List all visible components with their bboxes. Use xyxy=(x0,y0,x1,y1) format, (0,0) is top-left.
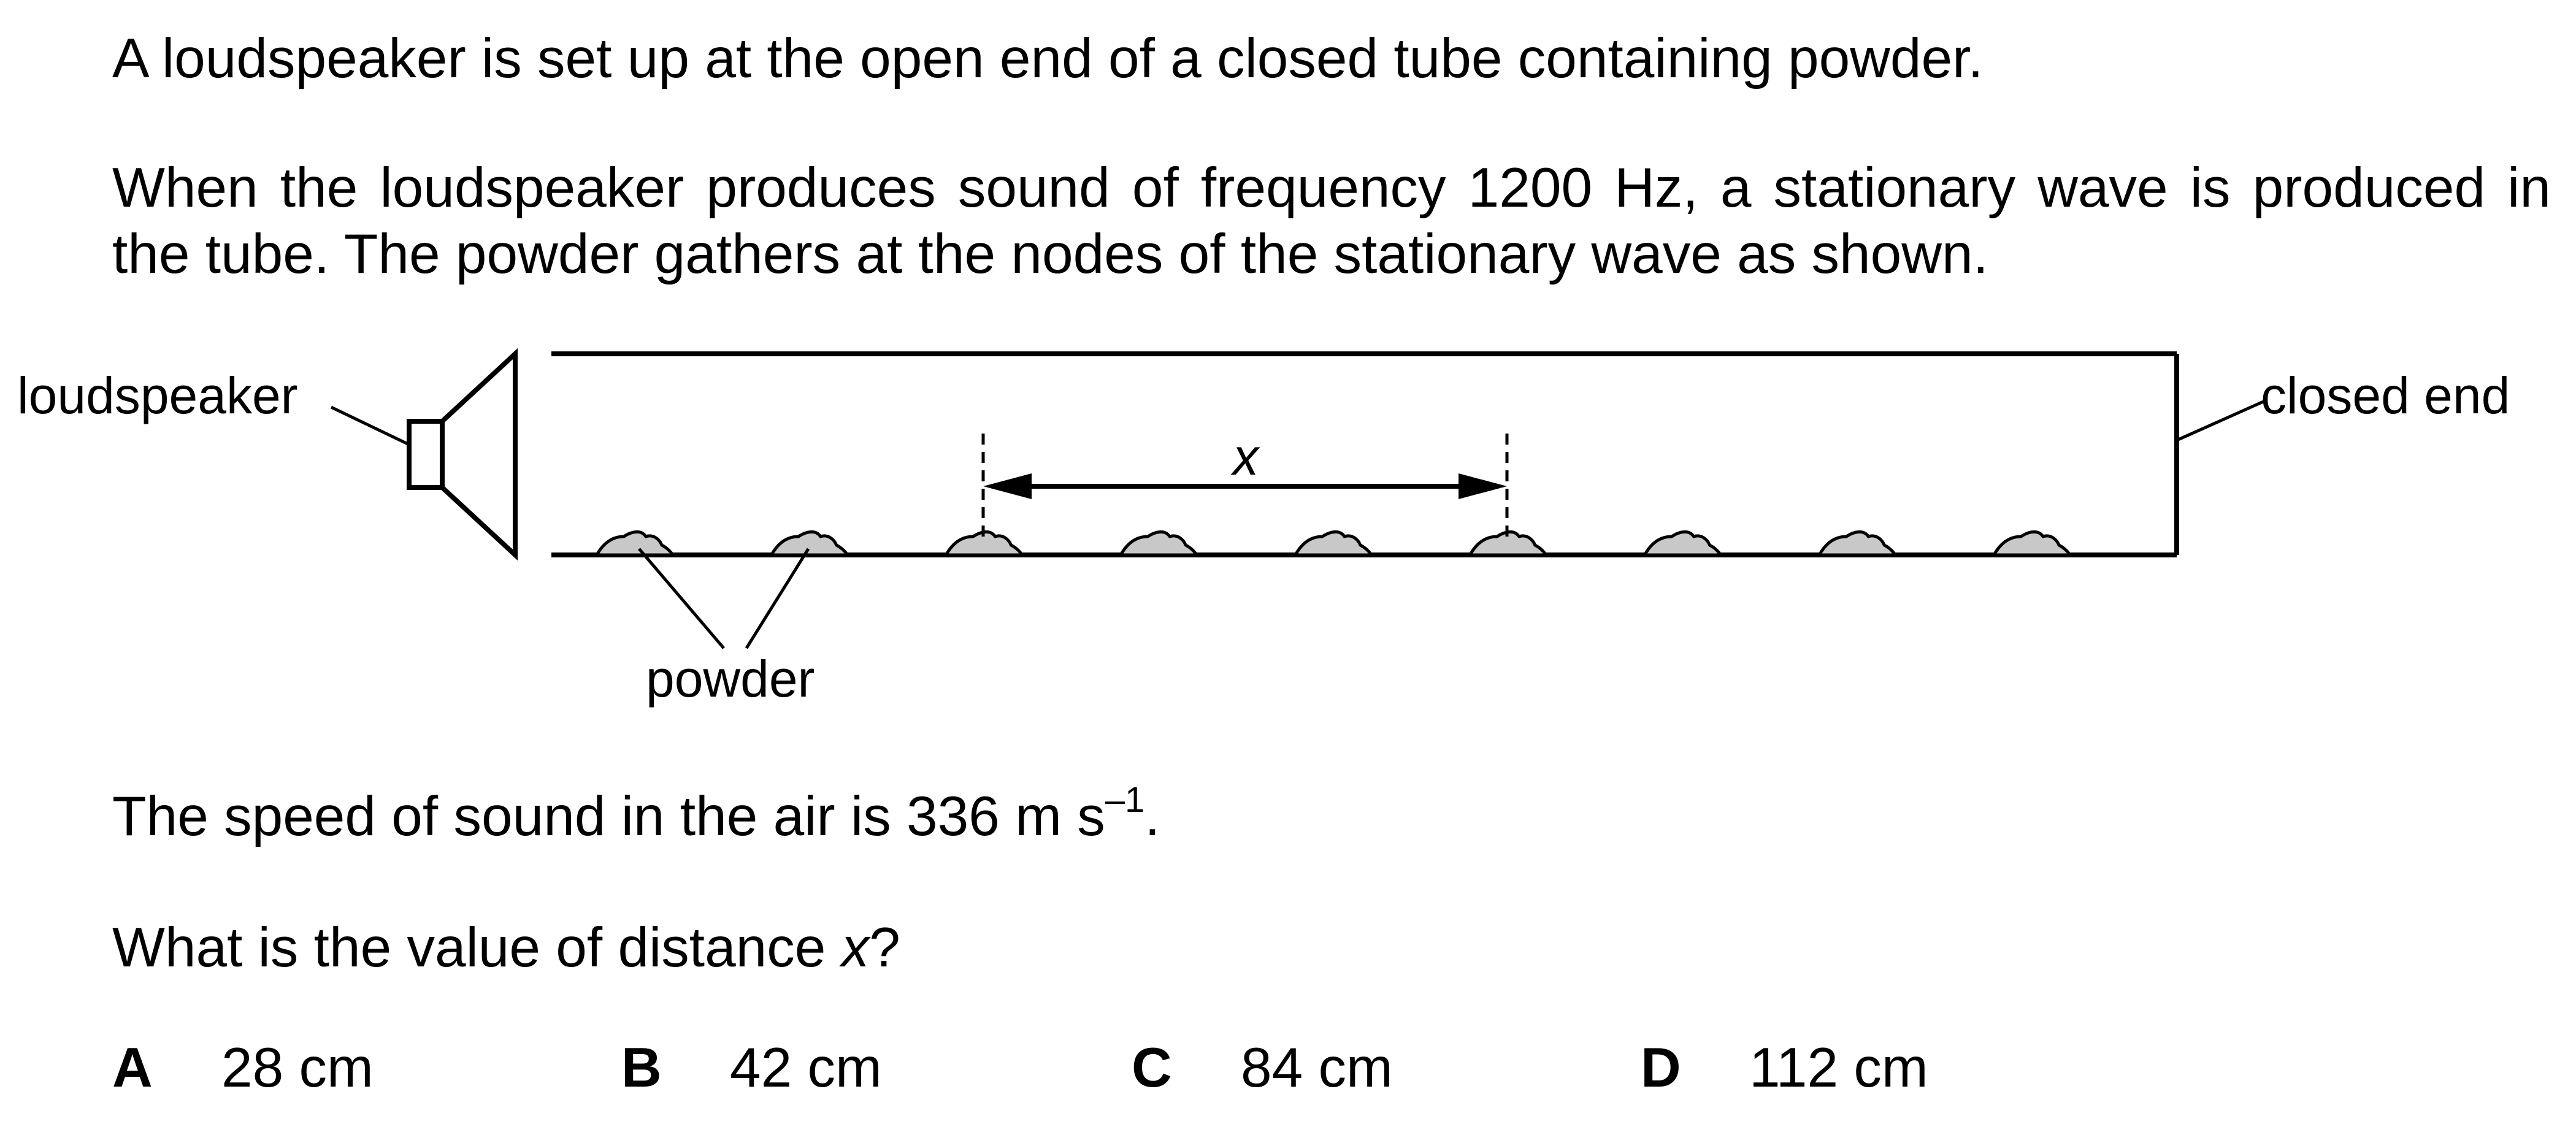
powder-heap-7 xyxy=(1643,530,1722,557)
tube xyxy=(551,351,2179,557)
speed-text: The speed of sound in the air is 336 m s xyxy=(112,786,1105,847)
question-intro: A loudspeaker is set up at the open end … xyxy=(112,28,1984,90)
question-setup: When the loudspeaker produces sound of f… xyxy=(112,157,2551,285)
option-c-letter: C xyxy=(1132,1037,1172,1099)
option-a-letter: A xyxy=(112,1037,153,1099)
option-b-letter: B xyxy=(621,1037,662,1099)
closed-end-leader-line xyxy=(2175,400,2264,442)
option-c-text: 84 cm xyxy=(1241,1037,1393,1099)
speed-suffix: . xyxy=(1144,786,1160,847)
powder-leader-line-2 xyxy=(745,548,810,649)
option-d-text: 112 cm xyxy=(1749,1037,1928,1099)
speed-of-sound-statement: The speed of sound in the air is 336 m s… xyxy=(112,782,1160,850)
question-prompt: What is the value of distance x? xyxy=(112,915,900,981)
option-b-text: 42 cm xyxy=(730,1037,882,1099)
option-d-letter: D xyxy=(1641,1037,1681,1099)
powder-nodes xyxy=(595,530,2072,557)
loudspeaker-magnet xyxy=(407,419,445,490)
distance-marker xyxy=(981,434,1509,543)
distance-label: x xyxy=(1233,428,1259,486)
distance-arrow-left-head xyxy=(983,473,1032,499)
leader-lines xyxy=(330,400,2264,649)
prompt-suffix: ? xyxy=(869,917,900,979)
distance-arrow-right-head xyxy=(1459,473,1507,499)
powder-leader-line-1 xyxy=(638,548,725,649)
powder-label: powder xyxy=(646,650,815,708)
prompt-text: What is the value of distance xyxy=(112,917,841,979)
powder-heap-5 xyxy=(1294,530,1373,557)
closed-end-label: closed end xyxy=(2261,367,2510,424)
powder-heap-4 xyxy=(1119,530,1198,557)
speed-unit-exponent: –1 xyxy=(1105,780,1145,820)
tube-diagram xyxy=(330,348,2264,649)
loudspeaker-leader-line xyxy=(330,405,410,446)
option-a-text: 28 cm xyxy=(221,1037,374,1099)
powder-heap-9 xyxy=(1992,530,2072,557)
powder-heap-8 xyxy=(1817,530,1897,557)
prompt-variable: x xyxy=(841,917,870,979)
loudspeaker-icon xyxy=(407,348,518,561)
powder-heap-3 xyxy=(945,530,1024,557)
loudspeaker-cone xyxy=(440,348,518,561)
powder-heap-2 xyxy=(770,530,849,557)
powder-heap-1 xyxy=(595,530,675,557)
loudspeaker-label: loudspeaker xyxy=(17,367,298,424)
powder-heap-6 xyxy=(1468,530,1548,557)
